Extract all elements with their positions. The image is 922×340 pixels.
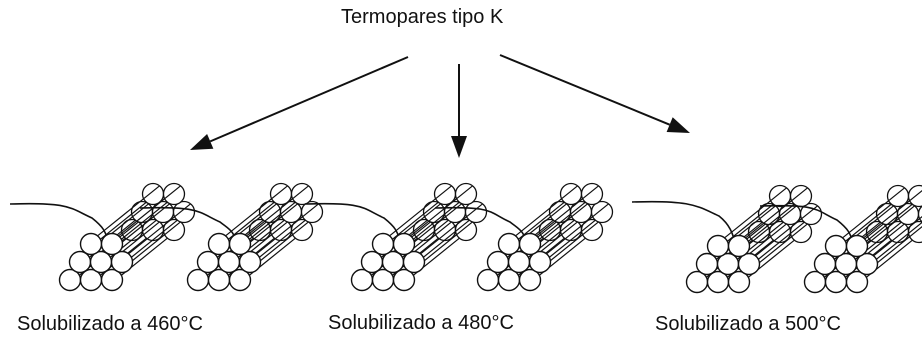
specimen-groups	[9, 182, 922, 294]
rod-bundle-icon	[803, 184, 922, 294]
rod-bundle-icon	[186, 182, 324, 292]
rod-bundle-icon	[476, 182, 614, 292]
group-label-480: Solubilizado a 480°C	[328, 312, 514, 334]
arrows	[190, 54, 690, 158]
diagram-title: Termopares tipo K	[341, 6, 504, 28]
specimen-460-b	[139, 182, 324, 292]
arrow-to-480-arrow-icon	[451, 64, 467, 158]
group-label-500: Solubilizado a 500°C	[655, 313, 841, 335]
specimen-500-a	[631, 184, 823, 294]
rod-bundle-icon	[350, 182, 488, 292]
group-label-460: Solubilizado a 460°C	[17, 313, 203, 335]
rod-bundle-icon	[685, 184, 823, 294]
rod-bundle-icon	[58, 182, 196, 292]
specimen-460-a	[9, 182, 196, 292]
specimen-500-b	[759, 184, 922, 294]
specimen-480-b	[434, 182, 614, 292]
arrow-to-500-arrow-icon	[499, 54, 690, 133]
specimen-480-a	[304, 182, 488, 292]
arrow-to-460-arrow-icon	[190, 56, 409, 150]
